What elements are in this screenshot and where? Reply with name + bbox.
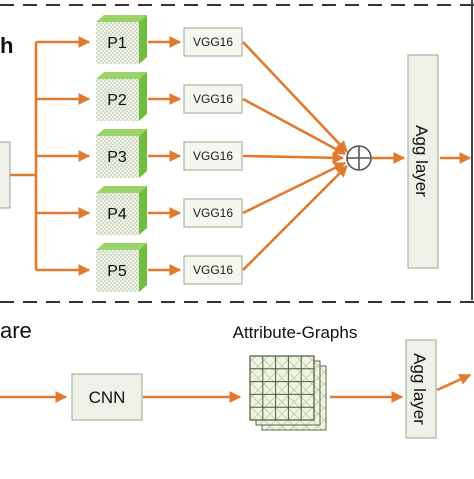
bottom-agg-layer: Agg layer xyxy=(405,339,437,439)
arrow-vgg1-to-sum xyxy=(242,41,348,153)
vgg-box-5: VGG16 xyxy=(183,255,243,285)
patch-p2: P2 xyxy=(96,72,147,121)
bottom-agg-label: Agg layer xyxy=(410,353,429,425)
patch-p2-label: P2 xyxy=(107,92,127,109)
vgg-box-1: VGG16 xyxy=(183,27,243,57)
bottom-section-title: are xyxy=(0,318,32,343)
top-agg-label: Agg layer xyxy=(412,125,431,197)
vgg-box-4: VGG16 xyxy=(183,198,243,228)
cnn-box: CNN xyxy=(71,373,143,421)
arrow-vgg3-to-sum xyxy=(242,151,345,164)
top-agg-layer: Agg layer xyxy=(407,54,439,269)
arrow-vgg5-to-sum xyxy=(242,165,348,271)
patch-p4-label: P4 xyxy=(107,206,127,223)
arrow-vgg4-to-sum xyxy=(242,161,347,215)
patch-p3-label: P3 xyxy=(107,149,127,166)
attribute-graphs-stack xyxy=(249,355,327,431)
patch-p4: P4 xyxy=(96,186,147,235)
attribute-graphs-label: Attribute-Graphs xyxy=(233,323,358,342)
arrow-vgg2-to-sum xyxy=(242,97,347,156)
patch-p1-label: P1 xyxy=(107,35,127,52)
attribute-graph-front xyxy=(249,355,315,421)
cnn-label: CNN xyxy=(89,388,126,407)
patch-p3: P3 xyxy=(96,129,147,178)
patch-p5: P5 xyxy=(96,243,147,292)
vgg-label-1: VGG16 xyxy=(193,35,233,49)
patch-p1: P1 xyxy=(96,15,147,64)
vgg-label-4: VGG16 xyxy=(193,206,233,220)
vgg-box-3: VGG16 xyxy=(183,141,243,171)
vgg-label-5: VGG16 xyxy=(193,263,233,277)
vgg-box-2: VGG16 xyxy=(183,84,243,114)
top-section-title: h xyxy=(0,33,13,58)
vgg-label-3: VGG16 xyxy=(193,149,233,163)
arrow-agg-out-bottom xyxy=(436,373,472,392)
vgg-label-2: VGG16 xyxy=(193,92,233,106)
input-image xyxy=(0,141,11,209)
sum-node xyxy=(346,145,372,171)
patch-p5-label: P5 xyxy=(107,263,127,280)
